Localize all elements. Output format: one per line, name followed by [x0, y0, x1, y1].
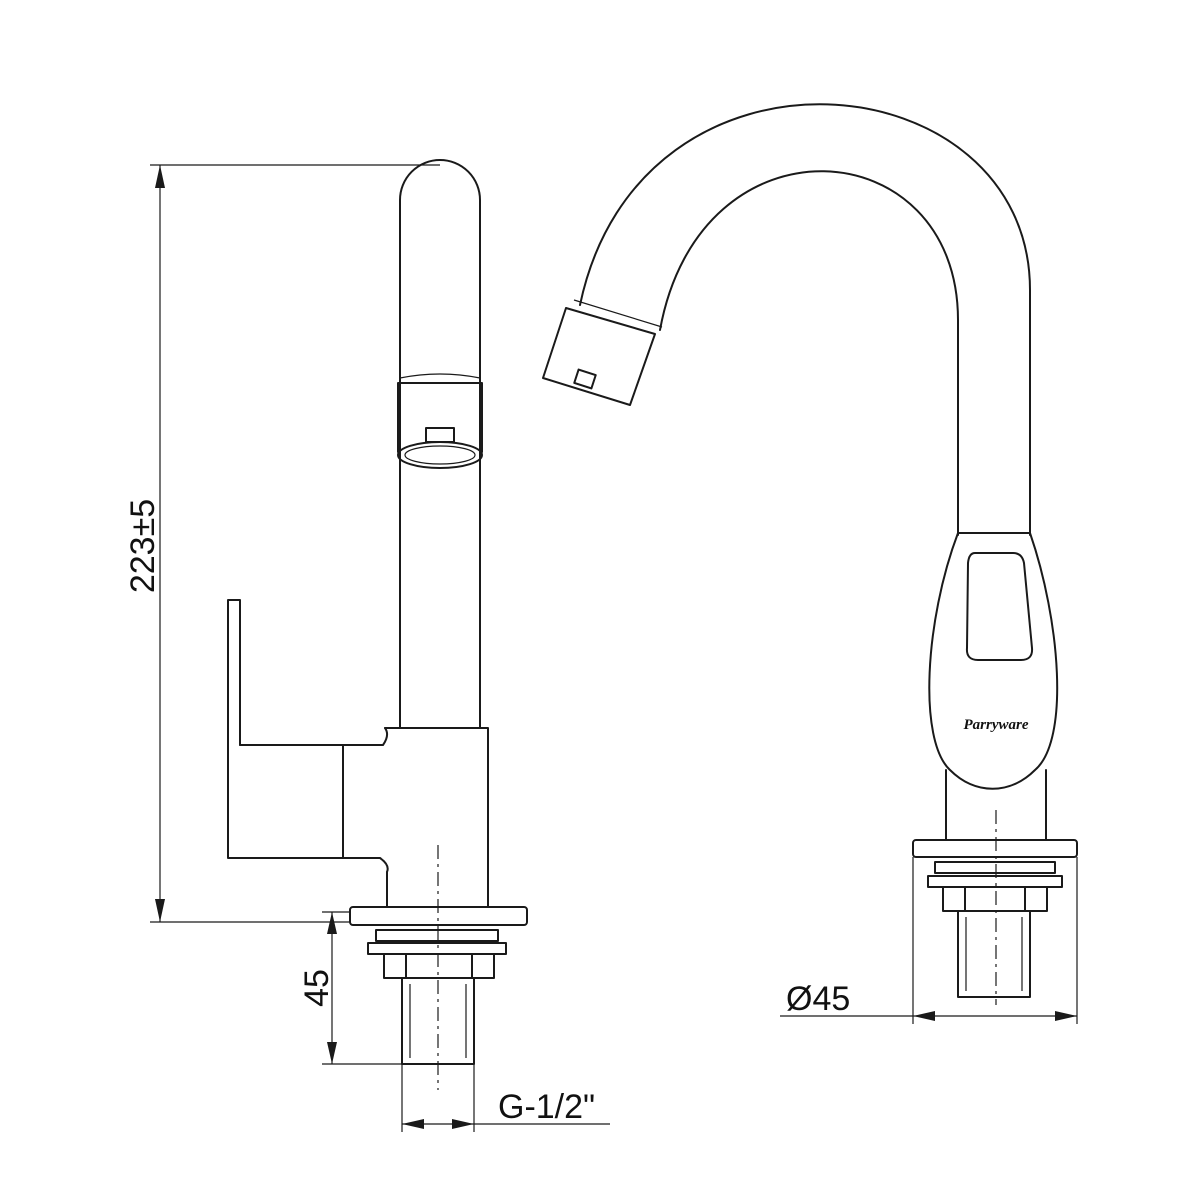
side-view-shank-thread: [409, 984, 467, 1058]
front-view-handle-window: [965, 552, 1034, 661]
side-view-aerator-tab: [425, 427, 455, 443]
front-view-spout-outer: [579, 103, 1031, 536]
diameter-arrow-right: [1055, 1011, 1077, 1021]
side-view-washer-2: [367, 942, 507, 955]
side-view-aerator-outlet-inner: [404, 445, 476, 465]
front-view-handle-body: [928, 532, 1059, 790]
front-view-hex-nut: [942, 886, 1048, 912]
front-view-base-flange: [912, 839, 1078, 858]
dimensions: 223±5 45 G-1/2" Ø45: [124, 164, 1078, 1132]
diameter-label: Ø45: [786, 980, 850, 1018]
front-view-aerator-head-face: [573, 299, 663, 328]
height-arrow-top: [155, 165, 165, 188]
thread-label: G-1/2": [498, 1088, 595, 1126]
height-label: 223±5: [124, 499, 162, 593]
base-height-label: 45: [298, 969, 336, 1007]
front-view-washer-1: [934, 861, 1056, 874]
side-view-hex-nut: [383, 953, 495, 979]
thread-arrow-right: [452, 1119, 474, 1129]
side-view-aerator-collar: [397, 382, 483, 453]
front-view-threaded-shank: [957, 910, 1031, 998]
side-view: [227, 159, 528, 1090]
diameter-arrow-left: [913, 1011, 935, 1021]
side-view-aerator-collar-top: [399, 373, 481, 379]
side-view-lever-handle: [227, 599, 344, 859]
front-view-washer-2: [927, 875, 1063, 888]
base-height-arrow-top: [327, 912, 337, 934]
brand-logo: Parryware: [964, 717, 1029, 733]
front-view-shank-thread: [965, 917, 1023, 991]
side-view-spout-tube: [399, 159, 481, 729]
base-height-arrow-bottom: [327, 1042, 337, 1064]
front-view: Parryware: [542, 103, 1078, 1005]
front-view-spout-inner: [659, 170, 959, 536]
front-view-aerator-head: [542, 307, 656, 406]
side-view-body: [384, 727, 489, 908]
front-view-neck: [945, 769, 1047, 841]
side-view-washer-1: [375, 929, 499, 942]
side-view-lever-neck: [342, 727, 389, 873]
thread-arrow-left: [402, 1119, 424, 1129]
front-view-aerator-tab: [573, 368, 597, 390]
height-arrow-bottom: [155, 899, 165, 922]
